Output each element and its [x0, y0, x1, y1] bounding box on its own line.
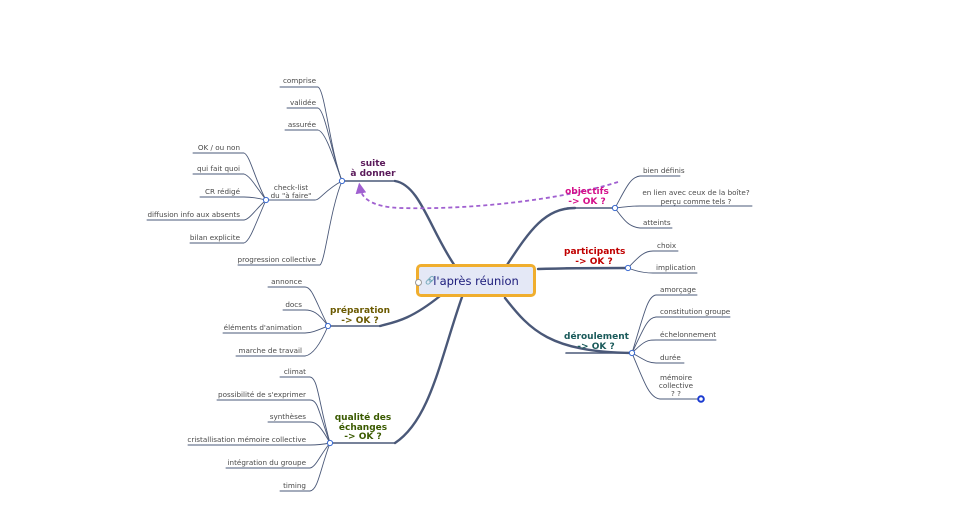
leaf-objectifs[interactable]: bien définis: [643, 166, 685, 175]
leaf-checklist[interactable]: diffusion info aux absents: [147, 210, 240, 219]
leaf-objectifs[interactable]: atteints: [643, 218, 671, 227]
branch-objectifs[interactable]: objectifs -> OK ?: [565, 187, 609, 207]
leaf-checklist[interactable]: qui fait quoi: [197, 164, 240, 173]
fold-handle-deroulement: [628, 349, 636, 357]
leaf-suite[interactable]: comprise: [282, 76, 316, 85]
branch-suite[interactable]: suite à donner: [350, 159, 396, 179]
leaf-qualite[interactable]: intégration du groupe: [227, 458, 306, 467]
trunk-deroulement: [503, 296, 634, 355]
collapsed-node-dot: [697, 395, 705, 403]
fold-handle-objectifs: [611, 204, 619, 212]
branch-qualite[interactable]: qualité des échanges -> OK ?: [334, 413, 392, 442]
leaf-checklist[interactable]: bilan explicite: [189, 233, 240, 242]
fold-handle-checklist: [262, 196, 270, 204]
leaf-preparation[interactable]: éléments d'animation: [223, 323, 302, 332]
leaf-objectifs[interactable]: en lien avec ceux de la boîte? perçu com…: [642, 188, 750, 206]
leaf-qualite[interactable]: climat: [283, 367, 306, 376]
leaf-suite[interactable]: validée: [289, 98, 316, 107]
central-topic-title: l'après réunion: [433, 273, 519, 288]
leaf-deroulement[interactable]: échelonnement: [660, 330, 717, 339]
link-arrow: [355, 181, 619, 210]
leaf-preparation[interactable]: docs: [285, 300, 302, 309]
leaf-participants[interactable]: implication: [656, 263, 696, 272]
trunk-qualite: [393, 295, 464, 445]
leaf-qualite[interactable]: synthèses: [269, 412, 306, 421]
central-topic-node[interactable]: 🔗 l'après réunion: [415, 264, 536, 297]
fold-handle-participants: [624, 264, 632, 272]
leaf-checklist[interactable]: OK / ou non: [197, 143, 240, 152]
leaf-preparation[interactable]: marche de travail: [238, 346, 302, 355]
leaf-deroulement[interactable]: durée: [660, 353, 681, 362]
leaf-deroulement[interactable]: mémoire collective ? ?: [658, 373, 694, 398]
fold-handle-suite: [338, 177, 346, 185]
branch-preparation[interactable]: préparation -> OK ?: [330, 306, 390, 326]
branch-participants[interactable]: participants -> OK ?: [564, 247, 626, 267]
leaf-participants[interactable]: choix: [657, 241, 677, 250]
leaf-preparation[interactable]: annonce: [271, 277, 302, 286]
leaf-qualite[interactable]: timing: [283, 481, 306, 490]
trunk-preparation: [378, 294, 442, 328]
leaf-suite[interactable]: progression collective: [237, 255, 316, 264]
branch-deroulement[interactable]: déroulement -> OK ?: [564, 332, 629, 352]
leaf-suite[interactable]: assurée: [287, 120, 316, 129]
node-handle[interactable]: [415, 279, 422, 286]
trunk-suite: [393, 179, 457, 268]
link-icon[interactable]: 🔗: [425, 276, 435, 285]
fold-handle-qualite: [326, 439, 334, 447]
leaf-deroulement[interactable]: amorçage: [660, 285, 696, 294]
branch-checklist[interactable]: check-list du "à faire": [270, 183, 312, 200]
fold-handle-preparation: [324, 322, 332, 330]
leaf-deroulement[interactable]: constitution groupe: [660, 307, 731, 316]
trunk-objectifs: [505, 206, 577, 267]
leaf-qualite[interactable]: cristallisation mémoire collective: [187, 435, 306, 444]
leaf-checklist[interactable]: CR rédigé: [204, 187, 240, 196]
leaf-qualite[interactable]: possibilité de s'exprimer: [218, 390, 306, 399]
